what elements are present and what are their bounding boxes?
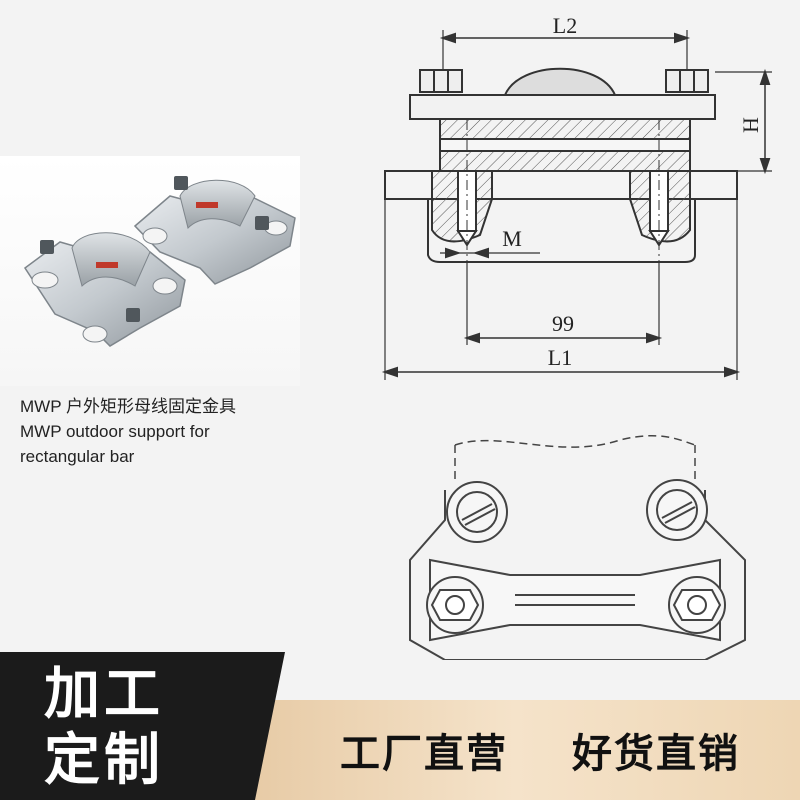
dimension-label-l1: L1	[548, 345, 572, 370]
badge-line-1: 加工	[44, 662, 164, 727]
banner-dark-badge	[0, 652, 285, 800]
dimension-label-99: 99	[552, 311, 574, 336]
fitting-back	[133, 176, 296, 285]
dimension-label-l2: L2	[553, 13, 577, 38]
top-view	[409, 434, 746, 660]
caption-chinese: MWP 户外矩形母线固定金具	[20, 397, 236, 416]
promo-banner	[0, 652, 800, 800]
custom-processing-badge: 加工 定制	[44, 662, 204, 794]
side-view	[381, 30, 772, 380]
caption-english-line-2: rectangular bar	[20, 447, 135, 466]
product-photo	[0, 156, 300, 386]
banner-light-strip	[230, 700, 800, 800]
technical-drawing: L2 H M 99 L1	[381, 13, 772, 660]
dimension-label-m: M	[502, 226, 522, 251]
fitting-photo-illustration	[23, 176, 296, 347]
caption-english-line-1: MWP outdoor support for	[20, 422, 210, 441]
badge-line-2: 定制	[44, 728, 164, 793]
slogan-quality-goods: 好货直销	[572, 731, 740, 777]
fitting-front	[23, 232, 186, 347]
slogan-factory-direct: 工厂直营	[340, 731, 508, 777]
product-caption: MWP 户外矩形母线固定金具 MWP outdoor support for r…	[20, 394, 300, 469]
dimension-label-h: H	[738, 117, 763, 133]
